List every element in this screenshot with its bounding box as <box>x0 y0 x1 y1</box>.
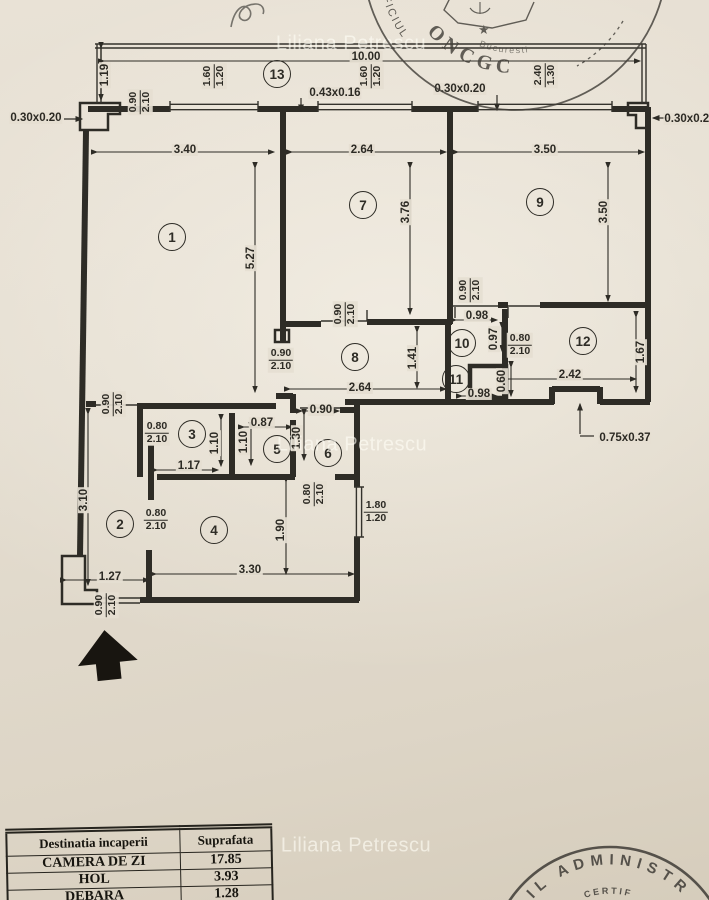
pillars <box>60 101 650 606</box>
room-area-cell: 3.93 <box>180 867 273 887</box>
walls <box>77 106 651 603</box>
legend-col-destination: Destinatia incaperii <box>6 827 181 857</box>
legend-table: Destinatia incaperii Suprafata CAMERA DE… <box>5 823 274 900</box>
north-arrow-icon <box>78 630 138 682</box>
legend-col-area: Suprafata <box>179 825 272 853</box>
dimension-lines <box>59 41 646 587</box>
shaft-wall <box>467 363 509 401</box>
room-area-cell: 1.28 <box>180 884 273 900</box>
leader-arrows <box>64 95 669 434</box>
room-area-cell: 17.85 <box>180 850 273 870</box>
legend-body: CAMERA DE ZI 17.85 HOL 3.93 DEBARA 1.28 <box>6 850 273 900</box>
